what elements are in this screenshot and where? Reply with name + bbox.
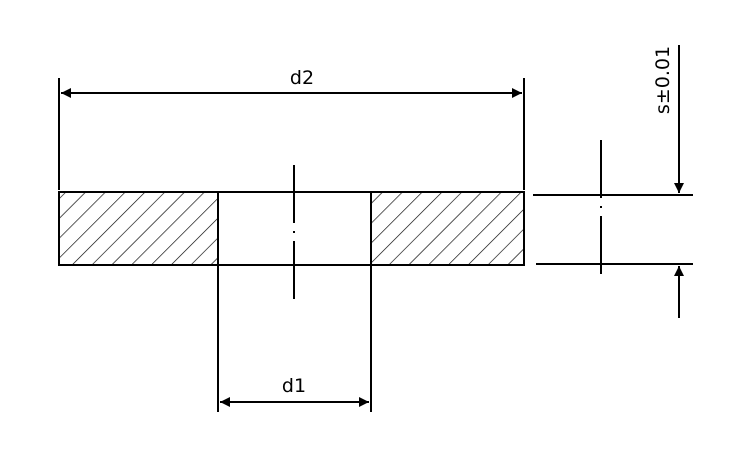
d1-dimension: d1 [217, 265, 372, 412]
d1-label: d1 [282, 375, 306, 397]
front-section-view [58, 165, 525, 305]
left-hatched-section [58, 191, 219, 266]
d2-dimension: d2 [58, 67, 525, 190]
thickness-label: s±0.01 [652, 46, 674, 114]
right-hatched-section [370, 191, 525, 266]
side-view [533, 140, 693, 280]
d2-label: d2 [290, 67, 314, 89]
thickness-dimension: s±0.01 [652, 45, 684, 318]
